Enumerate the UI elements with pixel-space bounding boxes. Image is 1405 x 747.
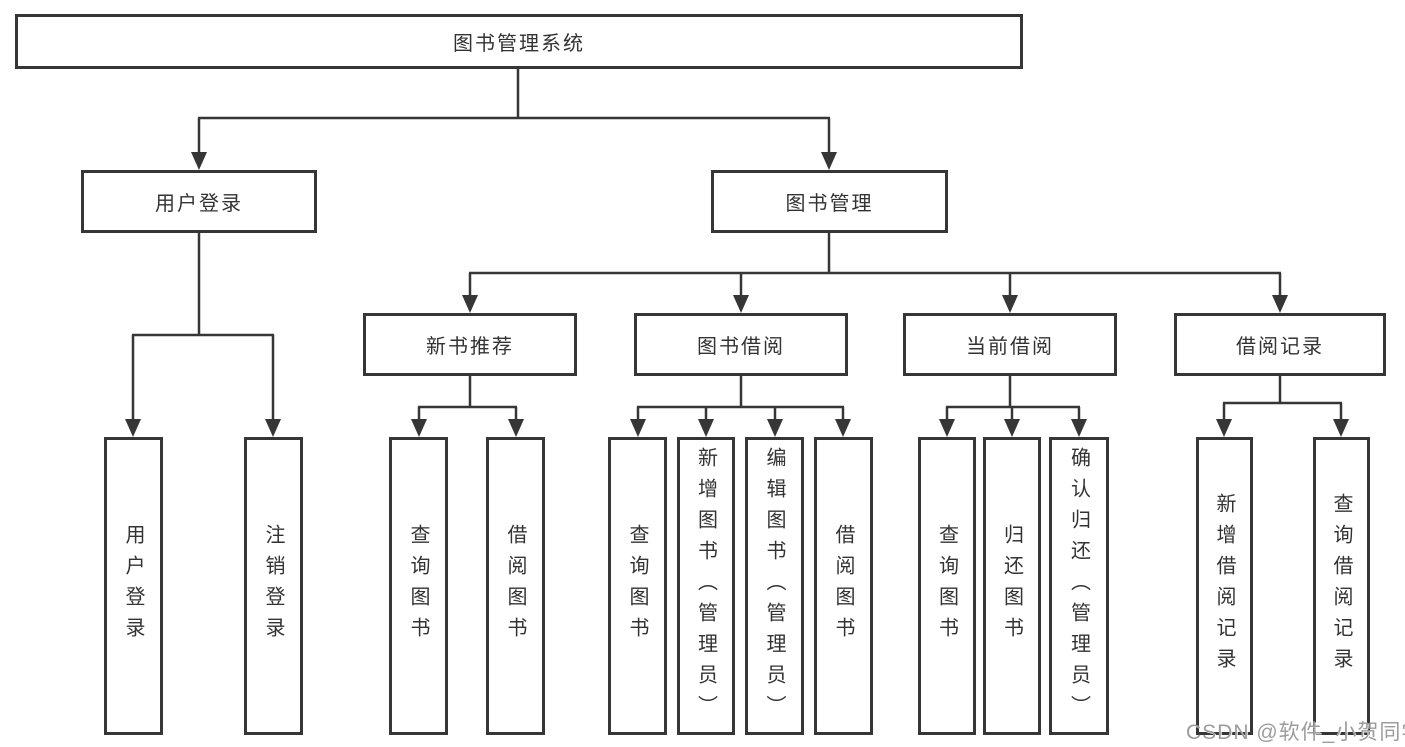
node-borrow-records: 借阅记录 [1174, 313, 1386, 376]
node-label: 编辑图书（管理员） [763, 446, 785, 726]
leaf-query-books-recommend: 查询图书 [389, 437, 448, 735]
node-label: 确认归还（管理员） [1067, 446, 1090, 726]
leaf-confirm-return-admin: 确认归还（管理员） [1049, 437, 1109, 735]
node-label: 用户登录 [122, 524, 144, 648]
node-label: 借阅图书 [504, 524, 526, 648]
node-library-management-system: 图书管理系统 [15, 14, 1023, 69]
node-user-login: 用户登录 [81, 170, 317, 233]
node-label: 借阅图书 [832, 524, 854, 648]
node-label: 查询图书 [407, 524, 429, 648]
node-book-borrow: 图书借阅 [634, 313, 848, 376]
leaf-add-book-admin: 新增图书（管理员） [677, 437, 735, 735]
node-label: 查询借阅记录 [1330, 493, 1352, 679]
leaf-logout: 注销登录 [244, 437, 303, 735]
node-new-book-recommend: 新书推荐 [363, 313, 577, 376]
leaf-query-books-borrow: 查询图书 [608, 437, 667, 735]
leaf-query-books-current: 查询图书 [918, 437, 976, 735]
node-label: 借阅记录 [1236, 336, 1324, 358]
node-label: 新增图书（管理员） [694, 446, 717, 726]
node-label: 图书管理系统 [453, 33, 585, 55]
node-label: 注销登录 [262, 524, 284, 648]
leaf-edit-book-admin: 编辑图书（管理员） [745, 437, 804, 735]
node-label: 归还图书 [1000, 524, 1023, 648]
arrowheads [125, 152, 1349, 437]
leaf-borrow-books: 借阅图书 [814, 437, 873, 735]
node-label: 用户登录 [155, 193, 243, 215]
node-current-borrow: 当前借阅 [903, 313, 1117, 376]
csdn-watermark: CSDN @软件_小贺同学 [1186, 721, 1405, 744]
leaf-user-login: 用户登录 [104, 437, 163, 735]
leaf-borrow-books-recommend: 借阅图书 [486, 437, 545, 735]
node-label: 当前借阅 [966, 336, 1054, 358]
leaf-add-borrow-record: 新增借阅记录 [1196, 437, 1253, 735]
leaf-return-books: 归还图书 [983, 437, 1041, 735]
node-label: 查询图书 [935, 524, 958, 648]
node-label: 新增借阅记录 [1213, 493, 1235, 679]
node-label: 图书管理 [785, 193, 874, 215]
node-label: 新书推荐 [426, 336, 514, 358]
leaf-query-borrow-record: 查询借阅记录 [1313, 437, 1370, 735]
node-label: 图书借阅 [697, 336, 785, 358]
node-label: 查询图书 [626, 524, 648, 648]
node-book-management: 图书管理 [711, 170, 948, 233]
